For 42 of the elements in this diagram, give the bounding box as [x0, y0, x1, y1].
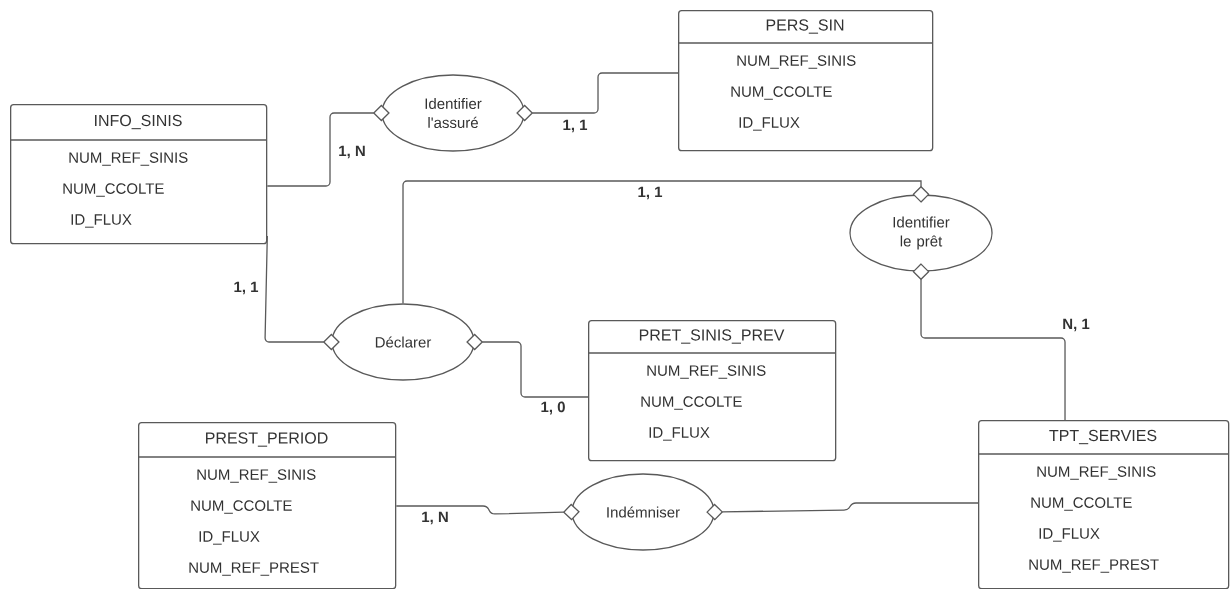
connector	[466, 333, 589, 398]
entity-box	[677, 10, 934, 152]
attribute-name: NUM_REF_PREST	[189, 562, 319, 576]
attribute-name: ID_FLUX	[199, 531, 260, 545]
connector	[395, 503, 580, 521]
entity-name: PERS_SIN	[766, 19, 844, 34]
attribute-name: NUM_REF_SINIS	[69, 152, 188, 166]
cardinality-label: 1, 0	[539, 400, 567, 416]
connector	[264, 235, 340, 351]
entity-name: PRET_SINIS_PREV	[639, 329, 785, 344]
cardinality-label: 1, 1	[232, 280, 260, 296]
attribute-name: NUM_CCOLTE	[731, 86, 832, 100]
attribute-name: ID_FLUX	[649, 427, 710, 441]
attribute-name: NUM_REF_PREST	[1029, 559, 1159, 573]
attribute-name: NUM_REF_SINIS	[197, 469, 316, 483]
cardinality-label: 1, N	[420, 510, 450, 526]
entity-box	[137, 422, 397, 589]
attribute-name: NUM_REF_SINIS	[737, 55, 856, 69]
connector	[402, 180, 930, 304]
entity-name: INFO_SINIS	[95, 114, 182, 130]
attribute-name: NUM_CCOLTE	[641, 396, 742, 410]
attribute-name: NUM_CCOLTE	[1031, 497, 1132, 511]
attribute-name: ID_FLUX	[1039, 528, 1100, 542]
attribute-name: NUM_REF_SINIS	[1037, 466, 1156, 480]
connector	[516, 72, 679, 122]
entity-box	[977, 420, 1230, 589]
cardinality-label: 1, 1	[561, 118, 589, 134]
entity-name: TPT_SERVIES	[1049, 429, 1157, 445]
attribute-name: NUM_REF_SINIS	[647, 365, 766, 379]
entity-box	[587, 320, 837, 462]
connector	[912, 263, 1066, 421]
attribute-name: NUM_CCOLTE	[191, 500, 292, 514]
attribute-name: ID_FLUX	[71, 214, 132, 228]
attribute-name: ID_FLUX	[739, 117, 800, 131]
attribute-name: NUM_CCOLTE	[63, 183, 164, 197]
cardinality-label: 1, N	[337, 144, 367, 160]
connector	[706, 502, 979, 521]
connector	[266, 104, 390, 187]
cardinality-label: 1, 1	[636, 185, 664, 201]
entity-name: PREST_PERIOD	[206, 432, 328, 447]
cardinality-label: N, 1	[1061, 317, 1091, 333]
entity-box	[9, 104, 268, 245]
